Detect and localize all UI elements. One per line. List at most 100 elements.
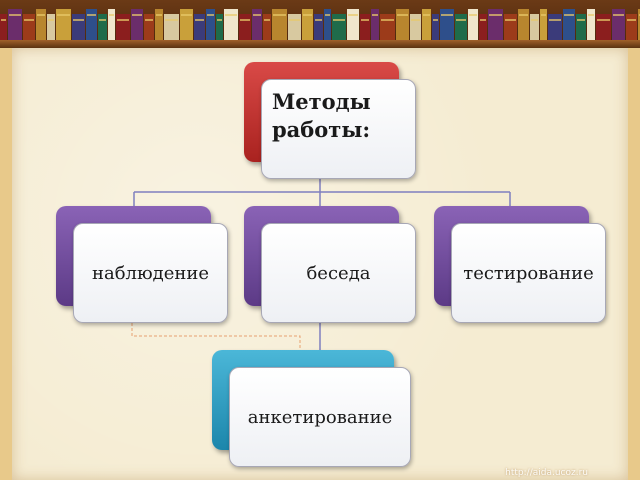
book-spine [468, 9, 478, 40]
method-node-card: тестирование [451, 223, 606, 323]
book-spine-band [397, 14, 408, 16]
book-spine [47, 14, 55, 40]
book-spine [0, 14, 7, 40]
book-spine [360, 14, 370, 40]
book-spine-band [37, 14, 45, 16]
book-spine-band [225, 14, 237, 16]
book-spine [432, 14, 439, 40]
book-spine [116, 14, 130, 40]
book-spine [410, 14, 421, 40]
book-spine [638, 9, 640, 40]
book-spine-band [519, 14, 528, 16]
book-spine [504, 14, 517, 40]
book-spine-band [109, 14, 114, 16]
book-spine-band [303, 14, 312, 16]
book-spine [224, 9, 238, 40]
book-spine [314, 14, 323, 40]
book-spine-band [588, 14, 594, 16]
book-spine [206, 9, 215, 40]
book-spine-band [549, 19, 561, 21]
book-spine-band [315, 19, 322, 21]
root-node-card: Методы работы: [261, 79, 416, 179]
book-spine-band [411, 19, 420, 21]
slide-frame: Методы работы: наблюдение беседа тестиро… [0, 48, 640, 480]
book-spine [252, 9, 262, 40]
book-spine-band [469, 14, 477, 16]
book-spine [563, 9, 575, 40]
book-spine-band [441, 14, 453, 16]
book-spine-band [505, 19, 516, 21]
bookshelf-banner [0, 0, 640, 48]
book-spine-band [48, 19, 54, 21]
book-spine-band [1, 19, 6, 21]
book-spine [86, 9, 97, 40]
book-spine [371, 9, 379, 40]
method-node-label: беседа [306, 262, 371, 284]
book-spine-band [423, 14, 430, 16]
book-spine [23, 14, 35, 40]
book-spine [396, 9, 409, 40]
book-spine-band [217, 19, 222, 21]
shelf-plank [0, 40, 640, 48]
book-spine-band [132, 14, 142, 16]
book-spine-band [372, 14, 378, 16]
book-spine-band [207, 14, 214, 16]
book-spine-band [489, 14, 502, 16]
book-spine [108, 9, 115, 40]
book-spine [144, 14, 154, 40]
book-spine [263, 14, 271, 40]
book-spine [324, 9, 331, 40]
connector-lines [131, 178, 511, 352]
slide-canvas: Методы работы: наблюдение беседа тестиро… [12, 48, 628, 480]
book-spine [380, 14, 395, 40]
book-spine-band [9, 14, 21, 16]
book-spine [540, 9, 547, 40]
book-spine-band [381, 19, 394, 21]
method-node-card: беседа [261, 223, 416, 323]
book-spine-band [240, 19, 250, 21]
book-spine-band [289, 19, 300, 21]
book-spine-band [195, 19, 204, 21]
book-spine [288, 14, 301, 40]
dashed-connector [131, 318, 301, 352]
book-spine [239, 14, 251, 40]
method-node-card: наблюдение [73, 223, 228, 323]
book-spine [440, 9, 454, 40]
book-spine-band [597, 19, 610, 21]
book-spine [164, 14, 179, 40]
book-spine [488, 9, 503, 40]
book-spine-band [627, 19, 636, 21]
book-spine [98, 14, 107, 40]
book-spine [587, 9, 595, 40]
book-spine [530, 14, 539, 40]
book-spine-band [117, 19, 129, 21]
book-spine [272, 9, 287, 40]
book-spine [518, 9, 529, 40]
method-node-label: тестирование [463, 262, 594, 284]
book-spine [72, 14, 85, 40]
book-spine [155, 9, 163, 40]
book-spine-band [613, 14, 624, 16]
book-spine [455, 14, 467, 40]
book-spine [8, 9, 22, 40]
book-spine-band [264, 19, 270, 21]
book-spine [479, 14, 487, 40]
method-node-label: наблюдение [91, 262, 210, 284]
book-spine-band [531, 19, 538, 21]
book-spine-band [253, 14, 261, 16]
book-spine-band [99, 19, 106, 21]
book-spine [36, 9, 46, 40]
book-spine-band [541, 14, 546, 16]
book-spine-band [564, 14, 574, 16]
sub-node-label: анкетирование [247, 406, 393, 428]
book-spine [216, 14, 223, 40]
book-spine-band [156, 14, 162, 16]
book-spine-band [348, 14, 358, 16]
book-spine [131, 9, 143, 40]
book-spine-band [577, 19, 585, 21]
watermark: http://aida.ucoz.ru [505, 468, 588, 478]
book-spine-band [273, 14, 286, 16]
book-spine-band [325, 14, 330, 16]
book-spine [626, 14, 637, 40]
book-spine-band [433, 19, 438, 21]
